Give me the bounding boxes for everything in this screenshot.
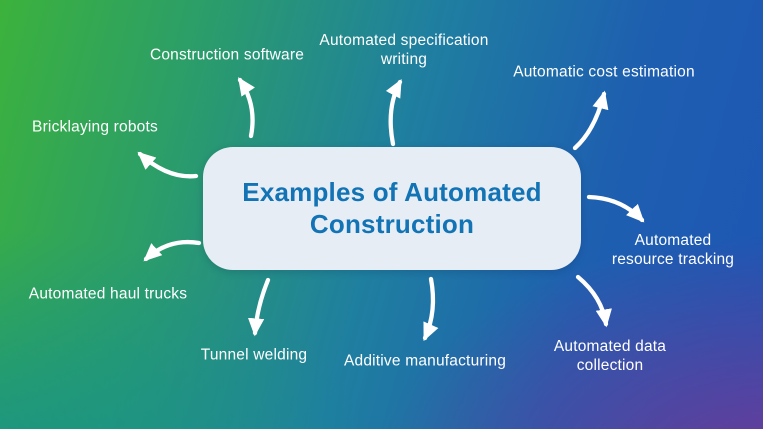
arrow-additive-manufacturing — [422, 276, 439, 342]
arrow-tunnel-welding — [247, 277, 271, 337]
arrow-bricklaying-robots — [137, 151, 199, 179]
node-label-data-collection: Automated data collection — [553, 338, 667, 374]
node-label-haul-trucks: Automated haul trucks — [28, 285, 188, 303]
arrow-construction-software — [237, 77, 255, 139]
node-label-tunnel-welding: Tunnel welding — [200, 346, 308, 364]
arrow-haul-trucks — [143, 239, 202, 262]
arrow-data-collection — [575, 274, 612, 328]
node-label-construction-software: Construction software — [149, 46, 305, 64]
node-label-cost-estimation: Automatic cost estimation — [513, 63, 695, 81]
center-node-title: Examples of Automated Construction — [242, 177, 542, 239]
arrow-resource-tracking — [586, 194, 645, 223]
node-label-additive-manufacturing: Additive manufacturing — [343, 352, 507, 370]
arrow-specification-writing — [385, 78, 403, 147]
node-label-specification-writing: Automated specification writing — [319, 32, 489, 68]
center-node: Examples of Automated Construction — [203, 147, 581, 270]
node-label-resource-tracking: Automated resource tracking — [611, 232, 735, 268]
node-label-bricklaying-robots: Bricklaying robots — [32, 118, 158, 136]
arrow-cost-estimation — [572, 90, 609, 151]
